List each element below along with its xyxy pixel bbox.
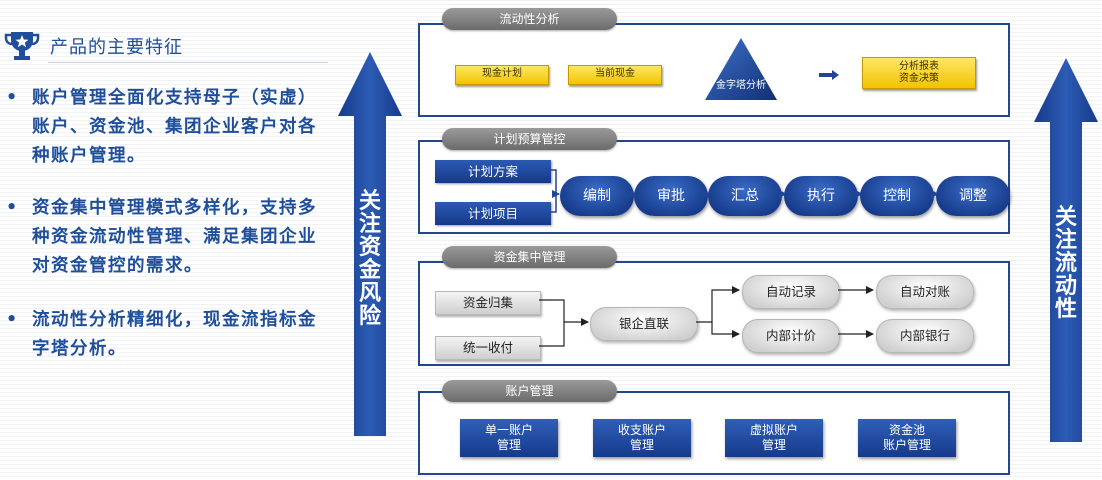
liquidity-arrow-label: 关注流动性	[1051, 206, 1081, 321]
feature-bullet-centralization: • 资金集中管理模式多样化，支持多种资金流动性管理、满足集团企业对资金管控的需求…	[6, 194, 318, 281]
virtual-account-button[interactable]: 虚拟账户 管理	[725, 419, 823, 457]
step-summarize[interactable]: 汇总	[708, 176, 782, 216]
bullet-text: 流动性分析精细化，现金流指标金字塔分析。	[32, 310, 317, 359]
right-arrow-icon	[819, 70, 839, 80]
cash-centralization-section: 资金归集 统一收付 银企直联 自动记录 自动对账 内部计价 内部银行	[418, 261, 1010, 366]
liquidity-arrow-text: 关注流动性	[1054, 205, 1077, 322]
bank-enterprise-link[interactable]: 银企直联	[590, 307, 698, 341]
risk-arrow-text: 关注资金风险	[358, 189, 381, 329]
up-arrow-icon	[1034, 58, 1098, 442]
bullet-text: 账户管理全面化支持母子（实虚）账户、资金池、集团企业客户对各种账户管理。	[32, 88, 317, 166]
bullet-text: 资金集中管理模式多样化，支持多种资金流动性管理、满足集团企业对资金管控的需求。	[32, 198, 317, 276]
feature-bullet-liquidity: • 流动性分析精细化，现金流指标金字塔分析。	[6, 306, 318, 364]
tab-cash-centralization[interactable]: 资金集中管理	[442, 246, 617, 268]
account-line: 账户管理	[882, 438, 931, 452]
plan-scheme-box[interactable]: 计划方案	[435, 160, 551, 183]
tab-budget-control[interactable]: 计划预算管控	[442, 128, 617, 150]
account-line: 单一账户	[484, 423, 533, 437]
feature-bullet-accounts: • 账户管理全面化支持母子（实虚）账户、资金池、集团企业客户对各种账户管理。	[6, 84, 318, 171]
liquidity-analysis-section: 现金计划 当前现金 金字塔分析 分析报表 资金决策	[418, 23, 1010, 117]
risk-arrow-label: 关注资金风险	[355, 190, 385, 328]
up-arrow-icon	[338, 52, 402, 436]
fund-collection-box[interactable]: 资金归集	[435, 291, 541, 315]
tab-account-management[interactable]: 账户管理	[442, 380, 617, 402]
account-line: 资金池	[888, 423, 925, 437]
account-line: 虚拟账户	[749, 423, 798, 437]
bullet-dot: •	[6, 88, 19, 108]
internal-bank-pill[interactable]: 内部银行	[876, 319, 974, 353]
fund-pool-account-button[interactable]: 资金池 账户管理	[858, 419, 956, 457]
account-management-section: 单一账户 管理 收支账户 管理 虚拟账户 管理 资金池 账户管理	[418, 391, 1010, 475]
step-adjust[interactable]: 调整	[936, 176, 1010, 216]
bullet-dot: •	[6, 198, 19, 218]
step-execute[interactable]: 执行	[784, 176, 858, 216]
trophy-icon	[4, 32, 40, 60]
account-line: 收支账户	[617, 423, 666, 437]
single-account-button[interactable]: 单一账户 管理	[460, 419, 558, 457]
budget-control-section: 计划方案 计划项目 编制 审批 汇总 执行 控制 调整	[418, 140, 1010, 234]
cash-plan-box[interactable]: 现金计划	[455, 65, 549, 85]
pyramid-icon[interactable]	[703, 36, 779, 102]
feature-title: 产品的主要特征	[50, 37, 183, 58]
step-compile[interactable]: 编制	[560, 176, 634, 216]
account-line: 管理	[761, 438, 786, 452]
current-cash-box[interactable]: 当前现金	[568, 65, 662, 85]
pyramid-label: 金字塔分析	[716, 80, 766, 91]
risk-arrow: 关注资金风险	[336, 50, 404, 440]
auto-record-pill[interactable]: 自动记录	[742, 275, 840, 309]
tab-liquidity-analysis[interactable]: 流动性分析	[442, 8, 617, 30]
report-decision-box[interactable]: 分析报表 资金决策	[862, 57, 976, 89]
title-divider	[48, 62, 328, 63]
auto-reconcile-pill[interactable]: 自动对账	[876, 275, 974, 309]
report-line: 分析报表	[899, 61, 939, 72]
step-approve[interactable]: 审批	[634, 176, 708, 216]
bullet-dot: •	[6, 310, 19, 330]
internal-pricing-pill[interactable]: 内部计价	[742, 319, 840, 353]
plan-item-box[interactable]: 计划项目	[435, 202, 551, 225]
account-line: 管理	[629, 438, 654, 452]
income-expense-account-button[interactable]: 收支账户 管理	[593, 419, 691, 457]
feature-heading: 产品的主要特征	[0, 26, 330, 66]
unified-payment-box[interactable]: 统一收付	[435, 336, 541, 360]
decision-line: 资金决策	[899, 73, 939, 84]
liquidity-arrow: 关注流动性	[1032, 56, 1100, 446]
step-control[interactable]: 控制	[860, 176, 934, 216]
account-line: 管理	[496, 438, 521, 452]
